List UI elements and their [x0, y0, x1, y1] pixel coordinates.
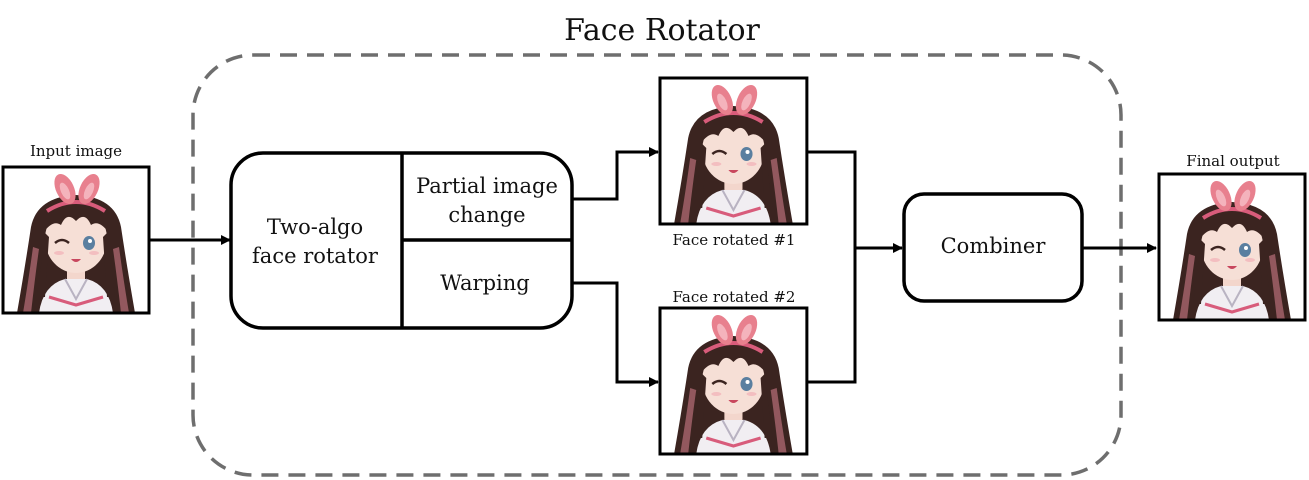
face-rotated-1-image	[660, 78, 807, 224]
input-image-label: Input image	[30, 142, 122, 160]
merge-lines-to-combiner	[807, 150, 857, 384]
face-rotated-1-label: Face rotated #1	[673, 231, 796, 249]
combiner-label: Combiner	[941, 234, 1047, 258]
arrow-partial-change-to-rotated1	[572, 147, 659, 201]
partial-image-change-label-line1: Partial image	[416, 174, 558, 198]
rotator-main-label-line1: Two-algo	[267, 215, 363, 239]
warping-label: Warping	[440, 271, 529, 295]
rotator-main-label-line2: face rotator	[252, 244, 379, 268]
two-algo-face-rotator-block	[229, 151, 574, 330]
arrow-warping-to-rotated2	[572, 281, 659, 387]
face-rotator-group-title: Face Rotator	[564, 13, 760, 48]
final-output-label: Final output	[1186, 152, 1279, 170]
face-rotated-2-image	[660, 308, 807, 454]
face-rotated-2-label: Face rotated #2	[673, 288, 796, 306]
input-image	[1, 165, 151, 315]
final-output-image	[1157, 172, 1307, 322]
combiner-block	[902, 192, 1084, 303]
partial-image-change-label-line2: change	[448, 203, 525, 227]
